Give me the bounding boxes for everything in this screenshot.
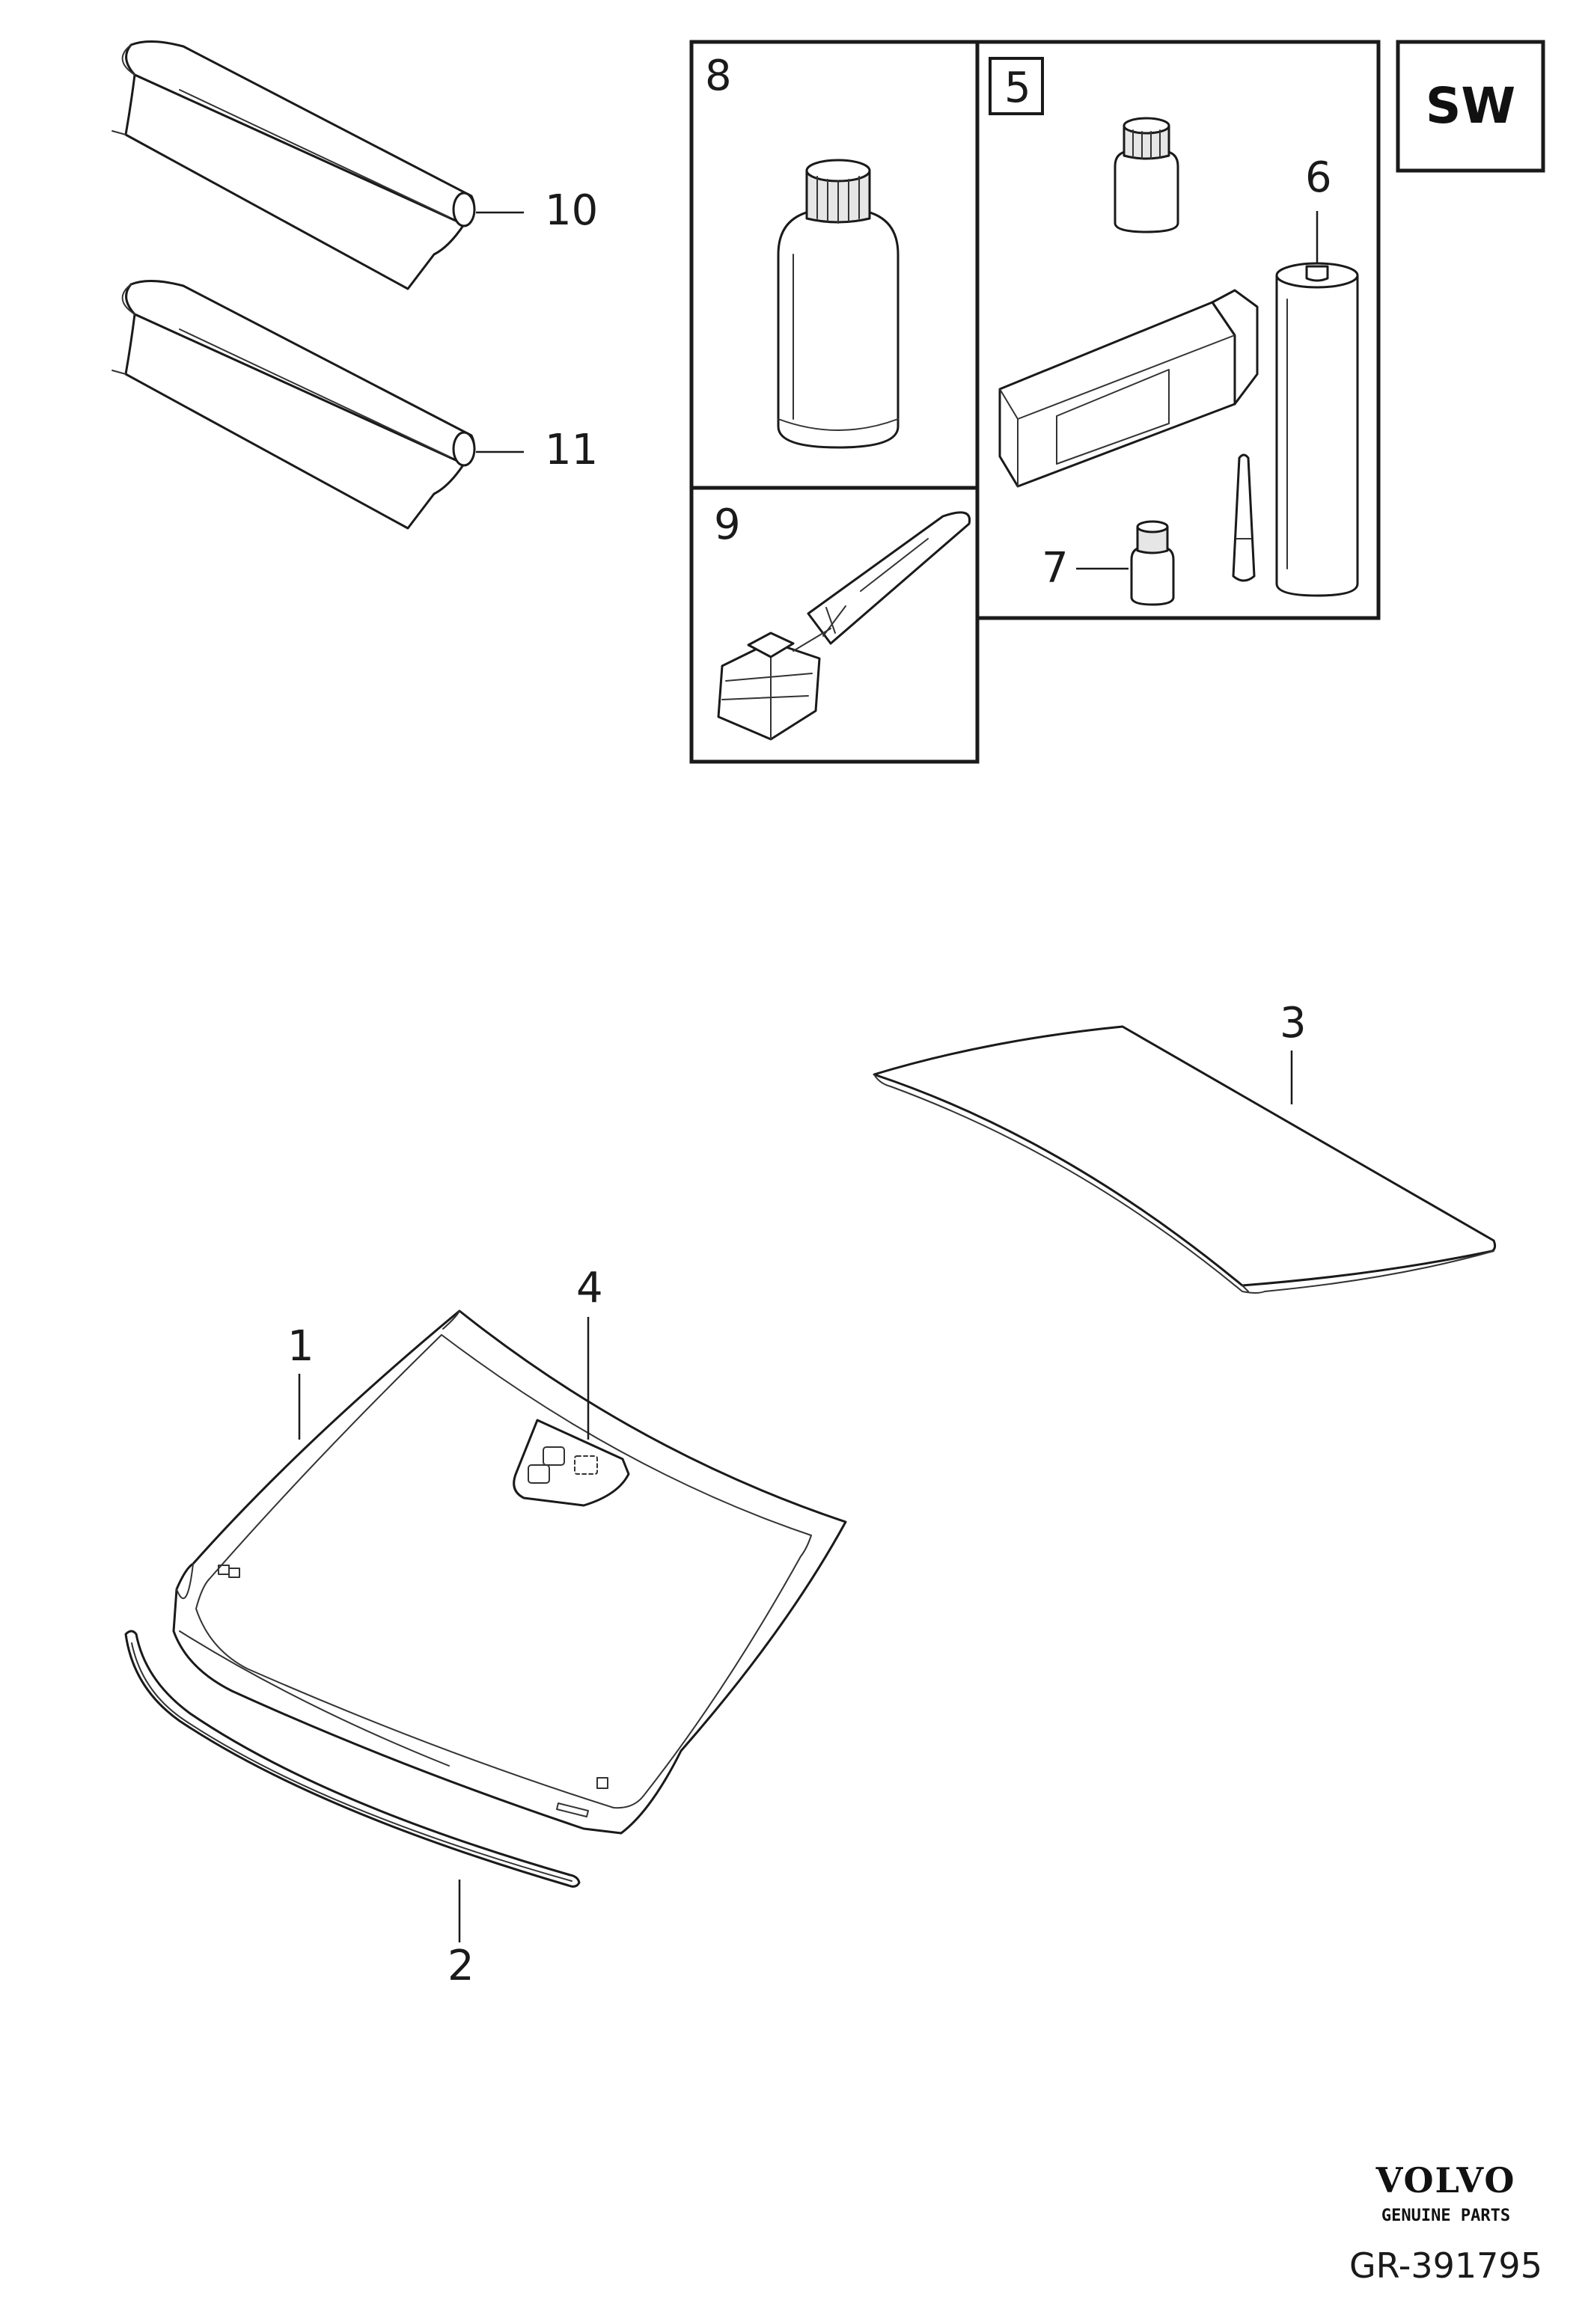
- callout-5: 5: [1004, 64, 1031, 112]
- rear-window-glass-icon: [873, 1025, 1497, 1294]
- callout-3: 3: [1280, 999, 1307, 1048]
- callout-11: 11: [545, 426, 598, 474]
- adhesive-package-icon: [998, 289, 1259, 488]
- diagram-reference: GR-391795: [1349, 2245, 1542, 2286]
- genuine-parts-tagline: GENUINE PARTS: [1381, 2207, 1510, 2225]
- wire-cutting-tool-icon: [717, 511, 971, 741]
- sw-badge-frame: [1396, 40, 1545, 173]
- sw-badge: SW: [1426, 77, 1515, 135]
- callout-6: 6: [1305, 153, 1332, 202]
- callout-1: 1: [287, 1322, 314, 1371]
- primer-bottle-small-icon: [1114, 117, 1179, 233]
- callout-10: 10: [545, 186, 598, 235]
- adhesive-cartridge-icon: [1275, 262, 1359, 597]
- film-roll-11-icon: [112, 279, 476, 530]
- box-5: [975, 40, 1381, 620]
- moulding-strip-icon: [124, 1630, 581, 1888]
- film-roll-10-icon: [112, 40, 476, 290]
- cleaner-bottle-icon: [777, 159, 900, 449]
- callout-2: 2: [448, 1942, 474, 1990]
- callout-5-frame: [989, 57, 1044, 115]
- box-9: [689, 486, 980, 764]
- callout-7: 7: [1042, 544, 1069, 593]
- callout-8: 8: [705, 52, 732, 100]
- primer-bottle-icon: [1130, 520, 1175, 606]
- volvo-logo: VOLVO: [1375, 2160, 1516, 2201]
- nozzle-icon: [1232, 453, 1256, 582]
- callout-4: 4: [576, 1264, 603, 1312]
- callout-9: 9: [714, 501, 741, 549]
- windscreen-icon: [172, 1309, 847, 1835]
